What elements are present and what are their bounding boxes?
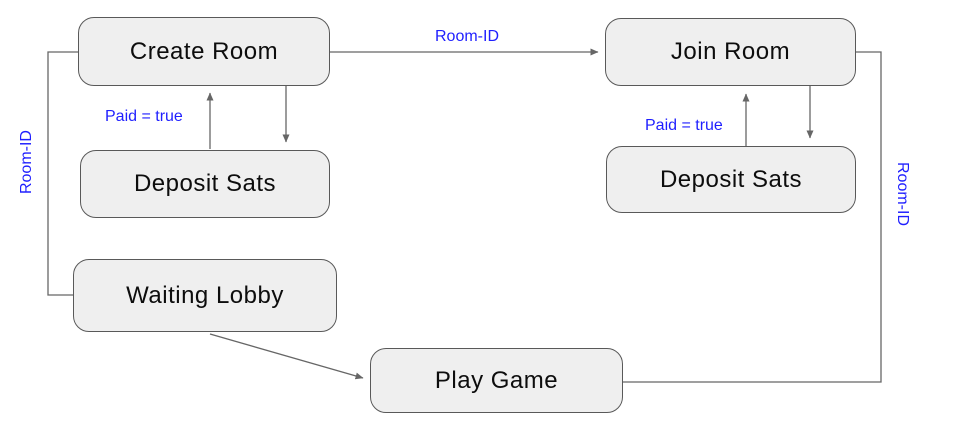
edge-label-room-id-left: Room-ID [18, 130, 35, 195]
node-play-game: Play Game [370, 348, 623, 413]
edge-label-paid-true-left: Paid = true [105, 108, 183, 125]
node-deposit-sats-left: Deposit Sats [80, 150, 330, 218]
edge-create-to-lobby [47, 51, 78, 296]
node-deposit-sats-right: Deposit Sats [606, 146, 856, 213]
edge-lobby-to-playgame [209, 333, 364, 380]
node-create-room: Create Room [78, 17, 330, 86]
node-join-room: Join Room [605, 18, 856, 86]
edge-label-room-id-top: Room-ID [434, 28, 499, 45]
edge-join-to-playgame [623, 51, 882, 383]
edge-label-paid-true-right: Paid = true [645, 117, 723, 134]
node-waiting-lobby: Waiting Lobby [73, 259, 337, 332]
edge-label-room-id-right: Room-ID [894, 161, 911, 226]
